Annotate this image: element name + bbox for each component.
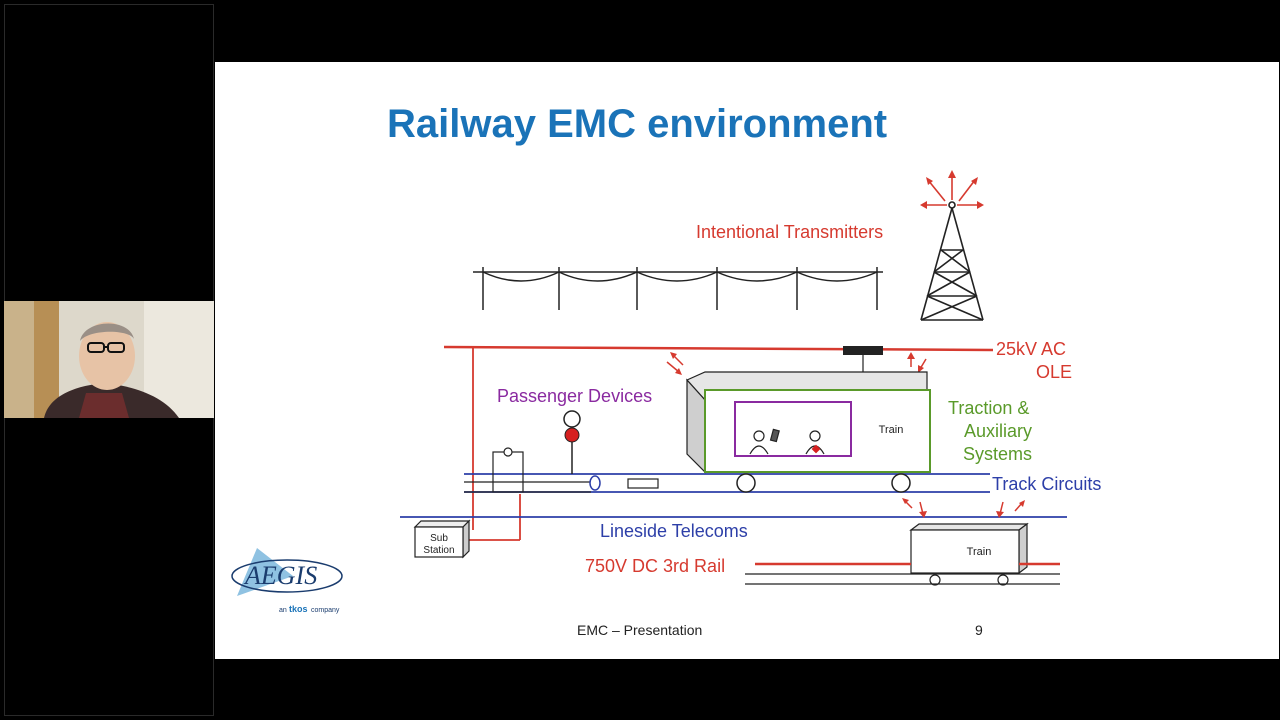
track-circuit-unit [627, 478, 659, 489]
railway-emc-diagram: Sub Station Train [400, 170, 1101, 586]
passenger-icons [749, 428, 825, 455]
slide-title: Railway EMC environment [387, 102, 888, 146]
sub-station: Sub Station [413, 519, 471, 559]
transmitter-arrows [920, 170, 984, 209]
label-track-circuits: Track Circuits [992, 474, 1101, 494]
ole-line [443, 345, 994, 352]
label-traction-line2: Auxiliary [964, 421, 1032, 441]
ole-arrows [666, 352, 927, 375]
signal-icon [563, 410, 581, 474]
label-traction-line1: Traction & [948, 398, 1029, 418]
sub-station-label-2: Station [423, 545, 454, 556]
small-train: Train [909, 522, 1029, 586]
slide-page-number: 9 [975, 622, 983, 638]
label-traction-line3: Systems [963, 444, 1032, 464]
label-intentional-transmitters: Intentional Transmitters [696, 222, 883, 242]
sub-station-label-1: Sub [430, 533, 448, 544]
logo-name: AEGIS [243, 561, 317, 590]
presentation-slide: Railway EMC environment [215, 62, 1279, 659]
radio-tower-icon [920, 201, 984, 321]
train-main-label: Train [879, 424, 904, 436]
track-relay-box [492, 447, 524, 493]
label-third-rail: 750V DC 3rd Rail [585, 556, 725, 576]
heart-device-icon [811, 444, 821, 454]
catenary-supports [473, 267, 883, 310]
slide-footer: EMC – Presentation [577, 622, 703, 638]
presenter-webcam [4, 301, 214, 418]
label-passenger-devices: Passenger Devices [497, 386, 652, 406]
main-train: Train [686, 371, 931, 493]
logo-tagline-suffix: company [311, 607, 340, 614]
aegis-logo: AEGIS an tkos company [231, 548, 343, 614]
train-small-label: Train [967, 546, 992, 558]
label-ole-line2: OLE [1036, 362, 1072, 382]
label-lineside-telecoms: Lineside Telecoms [600, 521, 748, 541]
logo-tagline-prefix: an [279, 607, 287, 614]
logo-tagline-brand: tkos [289, 604, 308, 614]
pantograph-contact [843, 346, 883, 355]
rail-insulator [589, 475, 601, 491]
label-ole-line1: 25kV AC [996, 339, 1066, 359]
track-circuit-arrows [902, 498, 1025, 518]
